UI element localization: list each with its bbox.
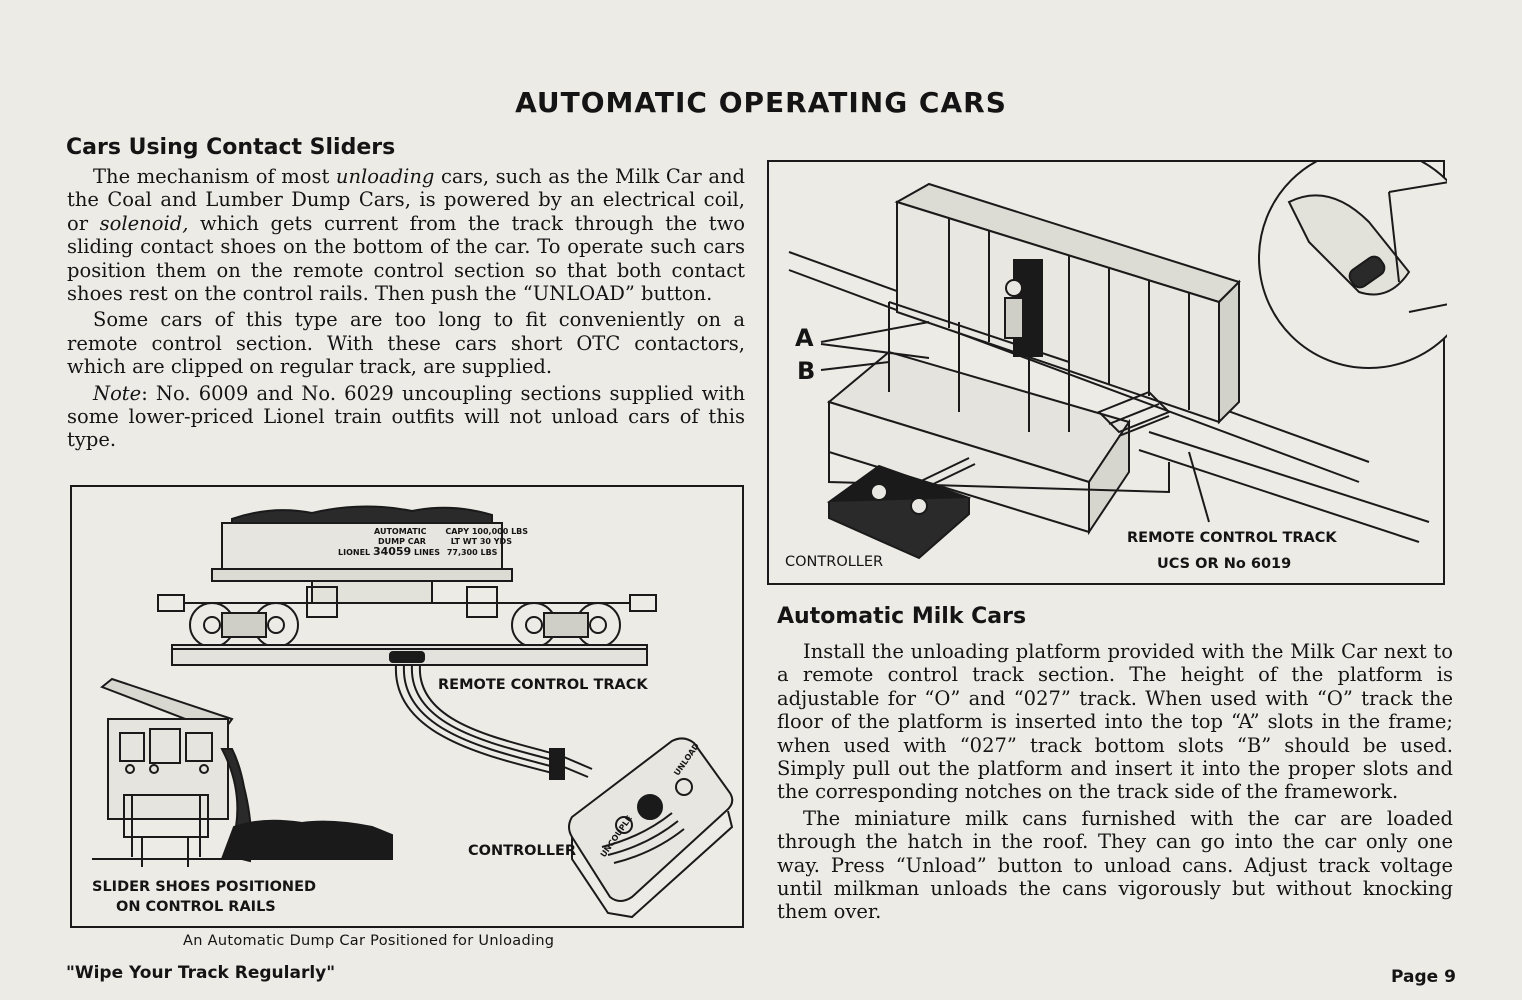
- sliders-body: The mechanism of most unloading cars, su…: [67, 165, 745, 452]
- slot-a-letter: A: [795, 324, 814, 352]
- dump-figure-caption: An Automatic Dump Car Positioned for Unl…: [183, 933, 555, 949]
- milk-car-figure: A B CONTROLLER REMOTE CONTROL TRACK UCS …: [767, 160, 1447, 585]
- milk-track-label-line2: UCS OR No 6019: [1157, 556, 1292, 572]
- milk-car-illustration: [788, 162, 1447, 560]
- sliders-paragraph-1: The mechanism of most unloading cars, su…: [67, 165, 745, 306]
- sliders-paragraph-2: Some cars of this type are too long to f…: [67, 308, 745, 379]
- sliders-note: Note: No. 6009 and No. 6029 uncoupling s…: [67, 381, 745, 452]
- footer-slogan: "Wipe Your Track Regularly": [66, 963, 336, 983]
- dump-controller-label: CONTROLLER: [468, 843, 577, 859]
- milk-body: Install the unloading platform provided …: [777, 640, 1453, 924]
- milk-track-label-line1: REMOTE CONTROL TRACK: [1127, 530, 1337, 546]
- milk-controller-label: CONTROLLER: [785, 554, 884, 570]
- milk-paragraph-2: The miniature milk cans furnished with t…: [777, 806, 1453, 924]
- slot-b-letter: B: [797, 357, 816, 385]
- page-title: AUTOMATIC OPERATING CARS: [515, 86, 1007, 119]
- milk-heading: Automatic Milk Cars: [777, 604, 1027, 629]
- remote-track-label: REMOTE CONTROL TRACK: [438, 677, 648, 693]
- car-markings: AUTOMATIC CAPY 100,000 LBS DUMP CAR LT W…: [338, 527, 529, 558]
- sliders-heading: Cars Using Contact Sliders: [66, 135, 396, 160]
- dump-car-illustration: [92, 505, 734, 919]
- page-number: Page 9: [1391, 967, 1456, 987]
- milk-paragraph-1: Install the unloading platform provided …: [777, 640, 1453, 804]
- dump-car-figure: REMOTE CONTROL TRACK CONTROLLER SLIDER S…: [70, 485, 744, 928]
- slider-shoes-label-line1: SLIDER SHOES POSITIONED: [92, 879, 317, 895]
- slider-shoes-label-line2: ON CONTROL RAILS: [116, 899, 276, 915]
